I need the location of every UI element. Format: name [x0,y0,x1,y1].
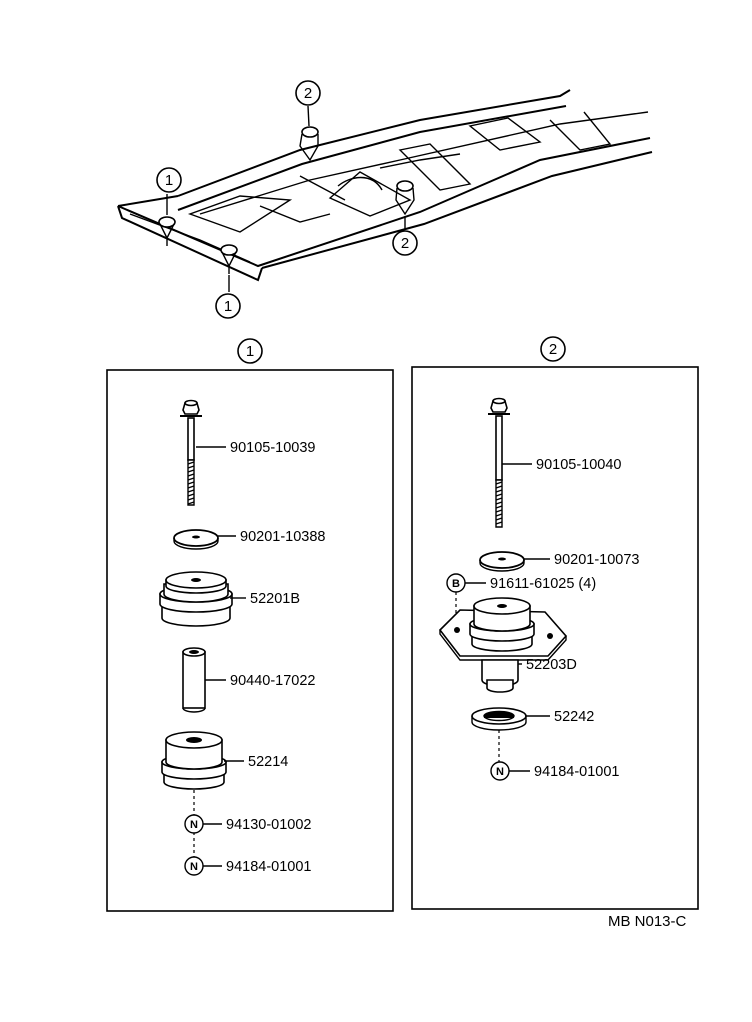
part-label: 52242 [554,709,594,725]
bolt-icon [488,397,510,528]
cushion-icon [438,597,568,693]
mount-2-left [299,126,319,162]
callout-2-upper: 2 [295,80,321,106]
nut-marker-icon: N [490,761,510,781]
part-label: 91611-61025 (4) [490,576,596,592]
svg-text:1: 1 [224,298,232,315]
washer-icon [471,707,527,731]
part-label: 90201-10073 [554,552,639,568]
part-label: 52214 [248,754,288,770]
part-label: 52201B [250,591,300,607]
svg-text:1: 1 [246,343,254,360]
callout-1-lower: 1 [215,293,241,319]
collar-icon [182,647,206,713]
part-label: 90440-17022 [230,673,315,689]
svg-text:N: N [496,766,504,778]
svg-text:N: N [190,861,198,873]
mount-1-left [158,216,176,246]
svg-text:1: 1 [165,172,173,189]
part-label: 90201-10388 [240,529,325,545]
reference-code: MB N013-C [608,913,687,930]
part-label: 52203D [526,657,577,673]
part-label: 94184-01001 [534,764,619,780]
svg-text:2: 2 [401,235,409,252]
cushion-icon [161,731,227,790]
bolt-icon [180,399,202,506]
washer-icon [173,529,219,550]
svg-text:B: B [452,578,460,590]
callout-1-upper: 1 [156,167,182,193]
part-label: 94130-01002 [226,817,311,833]
svg-text:N: N [190,819,198,831]
svg-text:2: 2 [549,341,557,358]
svg-text:2: 2 [304,85,312,102]
section-2-box [411,366,699,910]
section-1-header: 1 [237,338,263,364]
section-2-header: 2 [540,336,566,362]
part-label: 94184-01001 [226,859,311,875]
nut-marker-icon: N [184,856,204,876]
frame-illustration: 1 1 2 2 [117,80,653,319]
cushion-icon [159,571,233,627]
part-label: 90105-10039 [230,440,315,456]
section-1-box [106,369,394,912]
washer-icon [479,551,525,572]
part-label: 90105-10040 [536,457,621,473]
nut-marker-icon: N [184,814,204,834]
callout-2-lower: 2 [392,230,418,256]
bolt-marker-icon: B [446,573,466,593]
mount-1-right [220,244,238,274]
mount-2-right [395,180,415,216]
